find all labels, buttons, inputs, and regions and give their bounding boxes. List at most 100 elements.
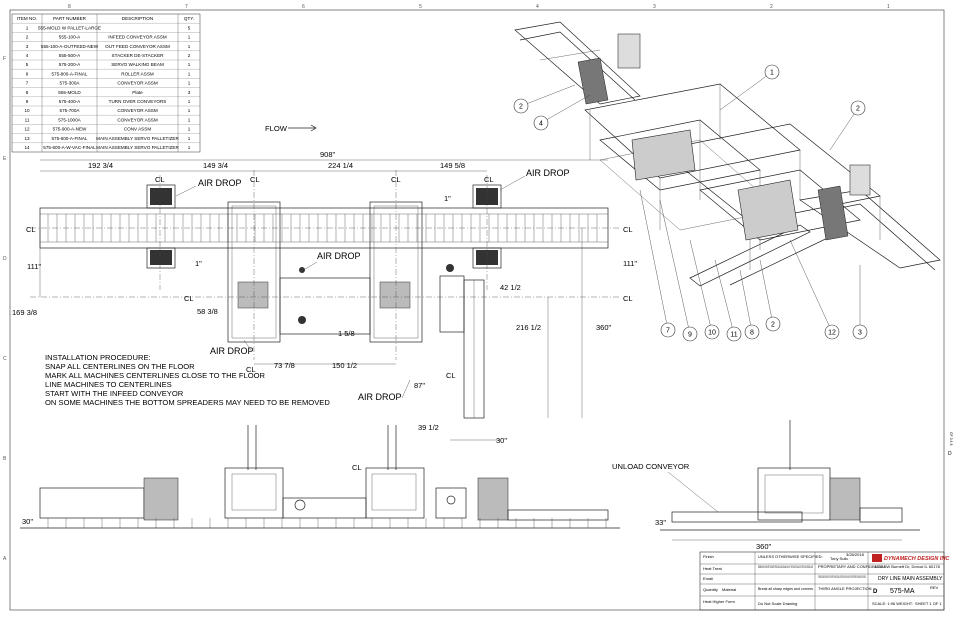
bom-cell: 1 bbox=[188, 136, 191, 141]
bom-cell: 575-300A bbox=[60, 81, 81, 86]
item-balloon-label: 3 bbox=[858, 330, 862, 337]
install-line: INSTALLATION PROCEDURE: bbox=[45, 353, 151, 362]
bom-cell: 3 bbox=[188, 90, 191, 95]
bom-cell: 6 bbox=[26, 71, 29, 76]
install-line: LINE MACHINES TO CENTERLINES bbox=[45, 380, 172, 389]
bom-cell: Plate bbox=[132, 90, 143, 95]
centerline-label: CL bbox=[352, 463, 362, 472]
tb-address: 4118 SW Burnett Dr, Dorcut IL 60178 bbox=[874, 564, 941, 569]
bom-cell: STACKER DE-STACKER bbox=[112, 53, 165, 58]
bom-cell: 1 bbox=[188, 62, 191, 67]
air-drop-label: AIR DROP bbox=[317, 251, 361, 261]
install-line: START WITH THE INFEED CONVEYOR bbox=[45, 389, 184, 398]
bom-cell: 1 bbox=[188, 127, 191, 132]
tb-scale: SCALE: 1:96 WEIGHT: bbox=[872, 601, 913, 606]
dim-73: 73 7/8 bbox=[274, 361, 295, 370]
centerline-label: CL bbox=[623, 225, 633, 234]
item-balloon-label: 12 bbox=[828, 330, 836, 337]
dim-30-plan: 30" bbox=[496, 436, 507, 445]
centerline-label: CL bbox=[391, 175, 401, 184]
bom-cell: 1 bbox=[188, 117, 191, 122]
tb-rev: REV bbox=[930, 585, 939, 590]
tb-size: D bbox=[873, 589, 878, 595]
flow-arrow bbox=[288, 124, 317, 132]
bom-header-cell: QTY. bbox=[184, 16, 194, 21]
install-line: SNAP ALL CENTERLINES ON THE FLOOR bbox=[45, 362, 195, 371]
bom-cell: MAIN ASSEMBLY SERVO PALLETIZER bbox=[96, 145, 179, 150]
air-drop-label: AIR DROP bbox=[210, 346, 254, 356]
tb-proprietary: PROPRIETARY AND CONFIDENTIAL bbox=[818, 564, 887, 569]
install-line: MARK ALL MACHINES CENTERLINES CLOSE TO T… bbox=[45, 371, 266, 380]
air-drop-label: AIR DROP bbox=[198, 178, 242, 188]
bom-cell: 13 bbox=[24, 136, 30, 141]
centerline-label: CL bbox=[484, 175, 494, 184]
item-balloon-label: 2 bbox=[771, 322, 775, 329]
air-drop-label: AIR DROP bbox=[526, 168, 570, 178]
bom-cell: CONV ASSM bbox=[124, 127, 151, 132]
bom-cell: INFEED CONVEYOR ASSM bbox=[108, 35, 167, 40]
bom-cell: 1 bbox=[188, 35, 191, 40]
tb-dwg-no: 575-MA bbox=[890, 588, 915, 595]
bom-cell: 555-500-A bbox=[59, 53, 81, 58]
zone-col-label: 4 bbox=[536, 4, 539, 10]
centerline-label: CL bbox=[184, 294, 194, 303]
dim-224: 224 1/4 bbox=[328, 161, 353, 170]
item-balloon bbox=[660, 322, 676, 338]
item-balloon-label: 9 bbox=[688, 332, 692, 339]
zone-row-label: B bbox=[3, 456, 7, 462]
dynamech-logo bbox=[872, 554, 882, 562]
zone-row-label: E bbox=[3, 156, 7, 162]
dim-149a: 149 3/4 bbox=[203, 161, 228, 170]
centerline-label: CL bbox=[26, 225, 36, 234]
item-balloon bbox=[850, 100, 866, 116]
dim-111-right: 111" bbox=[623, 259, 637, 268]
item-balloon bbox=[726, 326, 742, 342]
bom-cell: 575-1000A bbox=[58, 117, 81, 122]
bom-cell: 5 bbox=[188, 25, 191, 30]
bom-cell: TURN OVER CONVEYORS bbox=[109, 99, 167, 104]
bom-cell: 1 bbox=[188, 145, 191, 150]
side-revision-code: D bbox=[948, 451, 952, 457]
bom-cell: 1 bbox=[188, 71, 191, 76]
bom-cell: 575-400-A bbox=[59, 99, 81, 104]
dim-30-front: 30" bbox=[22, 517, 33, 526]
zone-col-label: 7 bbox=[185, 4, 188, 10]
dim-216: 216 1/2 bbox=[516, 323, 541, 332]
item-balloon bbox=[764, 64, 780, 80]
dim-150: 150 1/2 bbox=[332, 361, 357, 370]
bom-cell: 575-600-A-FINAL bbox=[51, 136, 87, 141]
dim-169: 169 3/8 bbox=[12, 308, 37, 317]
item-balloon-label: 11 bbox=[730, 332, 737, 339]
centerline-label: CL bbox=[250, 175, 260, 184]
bom-cell: 575-900-A-NEW bbox=[53, 127, 87, 132]
bom-cell: 5 bbox=[26, 62, 29, 67]
title-block: UNLESS OTHERWISE SPECIFIED: Finish Heat … bbox=[699, 551, 950, 611]
dim-58: 58 3/8 bbox=[197, 307, 218, 316]
bom-cell: 1 bbox=[188, 81, 191, 86]
bom-cell: 555-MOLD bbox=[58, 90, 81, 95]
tb-heat-higher: Heat Higher Form bbox=[703, 599, 735, 604]
zone-col-label: 6 bbox=[302, 4, 305, 10]
bom-cell: 575-700A bbox=[60, 108, 81, 113]
bom-header-cell: DESCRIPTION bbox=[122, 16, 153, 21]
bom-cell: OUT FEED CONVEYOR ASSM bbox=[105, 44, 170, 49]
centerline-label: CL bbox=[246, 365, 256, 374]
tb-proprietary-text: THE INFORMATION CONTAINED IN THIS DRAWIN… bbox=[818, 574, 866, 579]
zone-row-label: C bbox=[3, 356, 7, 362]
bom-cell: 10 bbox=[24, 108, 30, 113]
zone-col-label: 1 bbox=[887, 4, 890, 10]
install-line: ON SOME MACHINES THE BOTTOM SPREADERS MA… bbox=[45, 398, 330, 407]
bom-cell: 7 bbox=[26, 81, 29, 86]
dim-42: 42 1/2 bbox=[500, 283, 521, 292]
item-balloon bbox=[682, 326, 698, 342]
side-elevation: UNLOAD CONVEYOR 33" 360" bbox=[612, 420, 920, 551]
bom-cell: CONVEYOR ASSM bbox=[117, 81, 158, 86]
centerline-label: CL bbox=[155, 175, 165, 184]
dim-87: 87" bbox=[414, 381, 425, 390]
dim-360-side: 360" bbox=[756, 542, 772, 551]
zone-col-label: 2 bbox=[770, 4, 773, 10]
zone-col-label: 8 bbox=[68, 4, 71, 10]
